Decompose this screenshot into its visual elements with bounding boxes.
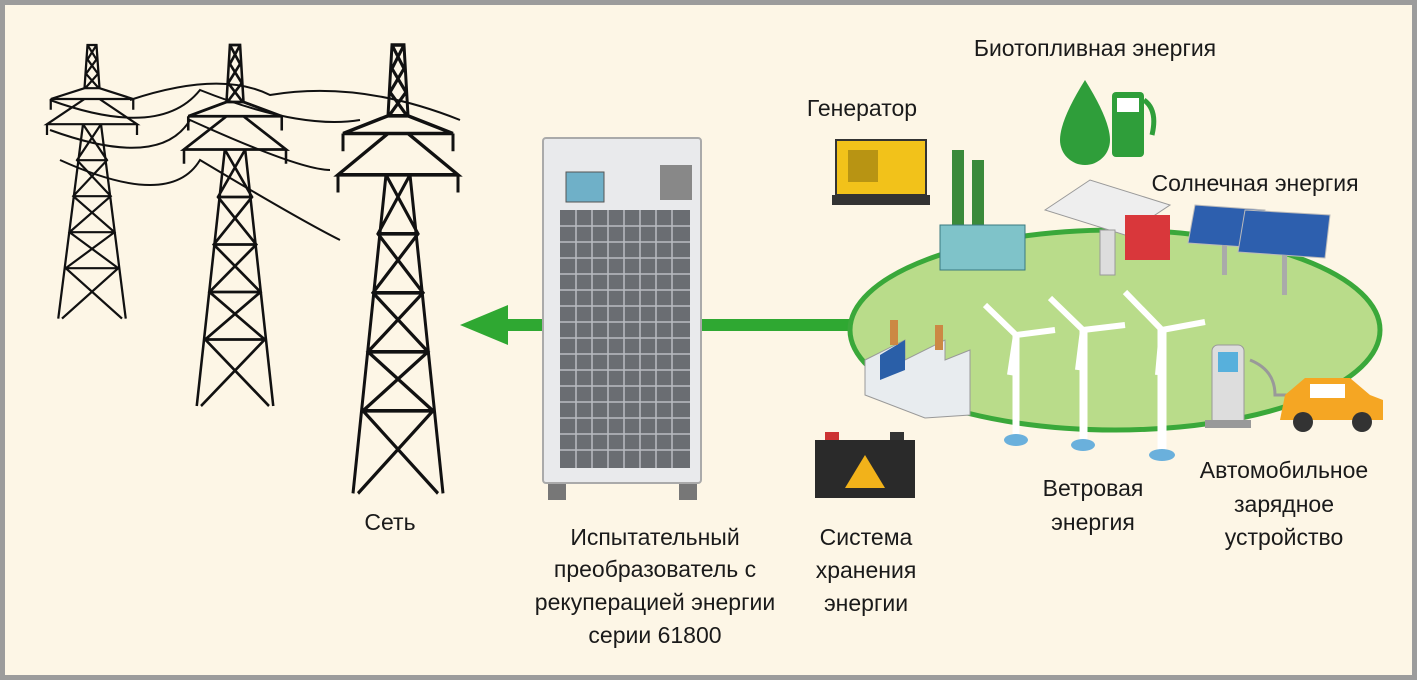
solar-panels-icon [1187, 204, 1331, 295]
converter-label-line: преобразователь с [554, 556, 756, 582]
wind-label-line: Ветровая [1043, 475, 1144, 501]
wind-turbines-icon [982, 289, 1206, 461]
power-towers [45, 43, 461, 496]
wind-label-line: энергия [1051, 509, 1135, 535]
storage-label-line: Система [820, 524, 913, 550]
biofuel-icon [1060, 80, 1157, 165]
storage-label-line: хранения [816, 557, 917, 583]
car-icon [1280, 378, 1383, 432]
converter-label-line: серии 61800 [588, 622, 721, 648]
fuel-station-icon [1043, 179, 1172, 276]
converter-label-line: Испытательный [570, 524, 739, 550]
converter-label-line: рекуперацией энергии [535, 589, 775, 615]
battery-icon [815, 432, 915, 498]
factory-icon [864, 320, 971, 419]
ev-charger-label-line: устройство [1225, 524, 1344, 550]
generator-label: Генератор [807, 95, 917, 121]
ev-charger-icon [1205, 344, 1300, 428]
generator-icon [832, 139, 930, 205]
tower-icon [182, 43, 288, 408]
biofuel-label: Биотопливная энергия [974, 35, 1216, 61]
grid-label: Сеть [364, 509, 415, 535]
storage-label-line: энергии [824, 590, 908, 616]
ev-charger-label-line: зарядное [1234, 491, 1334, 517]
regenerative-converter-cabinet [542, 137, 702, 500]
power-plant-icon [939, 150, 1026, 271]
ev-charger-label-line: Автомобильное [1200, 457, 1368, 483]
solar-label: Солнечная энергия [1151, 170, 1358, 196]
